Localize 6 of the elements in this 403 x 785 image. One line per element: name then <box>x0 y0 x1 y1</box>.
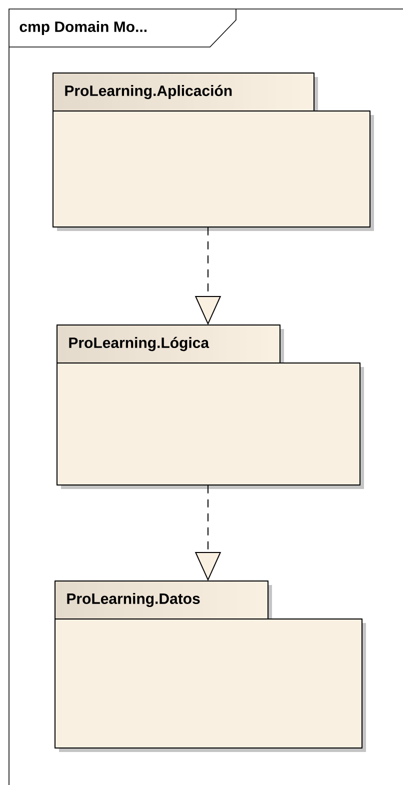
package-box: ProLearning.Datos <box>54 580 366 752</box>
package-box: ProLearning.Aplicación <box>52 72 374 231</box>
node-label: ProLearning.Aplicación <box>65 84 232 100</box>
node-label: ProLearning.Datos <box>67 592 200 608</box>
node-label: ProLearning.Lógica <box>69 336 210 352</box>
package-box: ProLearning.Lógica <box>56 324 364 489</box>
